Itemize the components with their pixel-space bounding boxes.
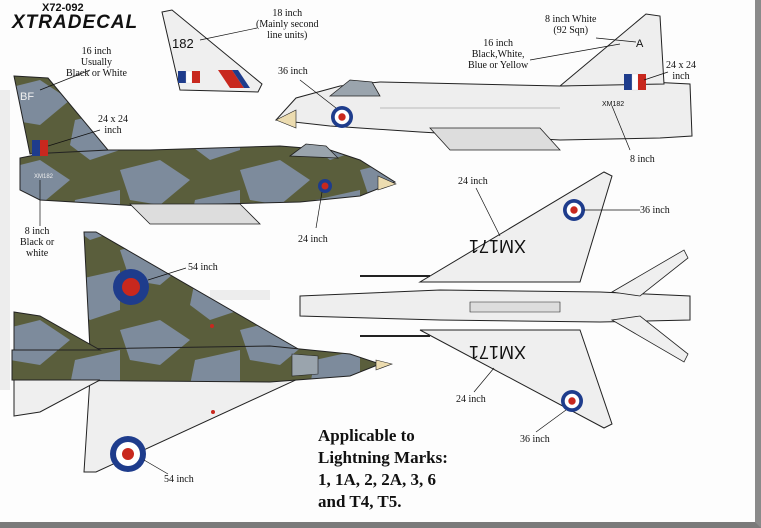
- product-code: X72-092: [42, 2, 84, 14]
- callout-serial-size-left: 8 inch Black or white: [20, 226, 55, 259]
- brand-logo: XTRADECAL: [12, 12, 139, 33]
- wing-serial-bottom: XM171: [469, 342, 526, 362]
- background-ghost: [0, 90, 270, 390]
- callout-fin-flash-right: 24 x 24 inch: [666, 60, 696, 82]
- callout-upper-wing-roundel-top: 54 inch: [188, 262, 218, 273]
- callout-fin-code-size: 18 inch (Mainly second line units): [256, 8, 319, 41]
- plan-view-upper: [11, 231, 394, 473]
- side-view-silver: A XM182: [274, 13, 693, 151]
- callout-nose-roundel-lower: 24 inch: [298, 234, 328, 245]
- callout-squadron-code-size: 16 inch Usually Black or White: [66, 46, 127, 79]
- leader-lines: [39, 27, 669, 475]
- callout-upper-wing-roundel-bottom: 54 inch: [164, 474, 194, 485]
- side-serial-left: XM182: [34, 174, 54, 180]
- fin-code-text: 182: [172, 36, 194, 51]
- callout-underwing-serial-top: 24 inch: [458, 176, 488, 187]
- detached-fin: 182: [161, 9, 263, 93]
- callout-fin-letter-size: 8 inch White (92 Sqn): [545, 14, 597, 36]
- callout-underwing-roundel-top: 36 inch: [640, 205, 670, 216]
- applicability-note: Applicable to Lightning Marks: 1, 1A, 2,…: [318, 426, 448, 511]
- side-serial-right: XM182: [602, 101, 624, 108]
- fin-letter-text: A: [636, 38, 644, 50]
- side-view-camo: BF XM182: [13, 75, 397, 225]
- callout-fin-flash-left: 24 x 24 inch: [98, 114, 128, 136]
- callout-underwing-serial-bottom: 24 inch: [456, 394, 486, 405]
- callout-serial-size-right: 8 inch: [630, 154, 655, 165]
- squadron-code-text: BF: [20, 91, 34, 103]
- plan-view-lower: XM171 XM171: [299, 171, 691, 429]
- callout-nose-roundel-upper: 36 inch: [278, 66, 308, 77]
- callout-underwing-roundel-bottom: 36 inch: [520, 434, 550, 445]
- wing-serial-top: XM171: [469, 236, 526, 256]
- callout-fin-letter-colours: 16 inch Black,White, Blue or Yellow: [468, 38, 529, 71]
